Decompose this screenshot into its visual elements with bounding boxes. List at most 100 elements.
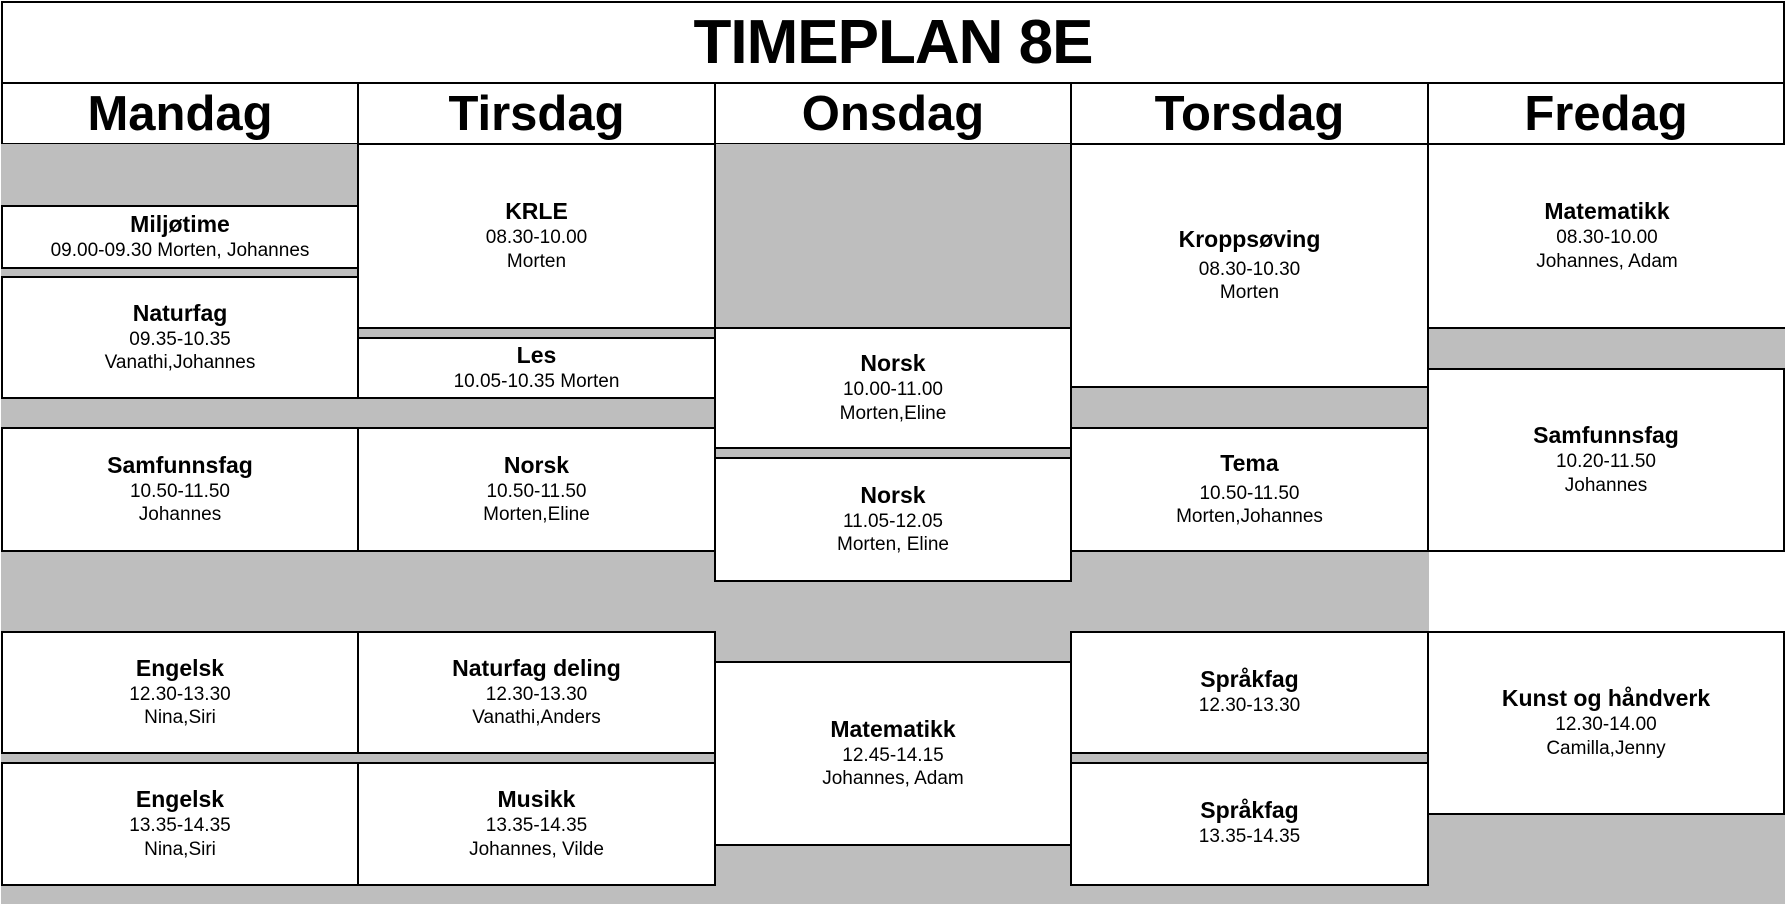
lesson-subject: Språkfag [1200, 797, 1299, 823]
lesson-time: 12.30-13.30 [1198, 694, 1301, 716]
lesson-time: 08.30-10.30 [1198, 258, 1301, 280]
bottom-strip [1, 884, 1785, 904]
lesson-cell: Miljøtime 09.00-09.30 Morten, Johannes [1, 205, 359, 269]
break-block [714, 144, 1072, 329]
lesson-subject: Musikk [497, 786, 576, 813]
lesson-subject: Samfunnsfag [107, 451, 253, 478]
page-title: TIMEPLAN 8E [693, 8, 1094, 77]
lesson-teachers: Johannes [138, 504, 222, 526]
lesson-cell: Språkfag 12.30-13.30 [1070, 631, 1429, 754]
lesson-teachers: Johannes, Vilde [469, 838, 604, 860]
lesson-subject: Norsk [503, 451, 570, 478]
lesson-cell: KRLE 08.30-10.00 Morten [357, 143, 716, 329]
lesson-teachers: Johannes, Adam [1536, 250, 1678, 272]
day-header-torsdag: Torsdag [1070, 84, 1429, 145]
break-block [1, 550, 359, 633]
lesson-cell: Engelsk 13.35-14.35 Nina,Siri [1, 762, 359, 886]
lesson-subject: Samfunnsfag [1533, 422, 1679, 449]
break-block [357, 327, 716, 339]
lesson-time-teachers: 09.00-09.30 Morten, Johannes [50, 239, 310, 261]
break-block [1, 144, 359, 207]
lesson-time: 12.30-13.30 [129, 683, 231, 705]
lesson-subject: KRLE [505, 198, 568, 225]
lesson-time: 10.20-11.50 [1555, 451, 1656, 473]
lesson-cell: Les 10.05-10.35 Morten [357, 337, 716, 399]
lesson-time: 13.35-14.35 [129, 815, 231, 837]
lesson-cell: Musikk 13.35-14.35 Johannes, Vilde [357, 762, 716, 886]
lesson-cell: Naturfag deling 12.30-13.30 Vanathi,Ande… [357, 631, 716, 754]
lesson-time: 12.30-14.00 [1555, 714, 1657, 736]
day-header-tirsdag: Tirsdag [357, 84, 716, 145]
lesson-teachers: Morten, Eline [837, 534, 949, 556]
lesson-subject: Matematikk [1544, 198, 1670, 225]
lesson-time: 12.30-13.30 [485, 683, 588, 705]
lesson-time: 10.50-11.50 [129, 480, 230, 502]
lesson-time: 11.05-12.05 [842, 510, 943, 532]
lesson-teachers: Camilla,Jenny [1546, 737, 1666, 759]
lesson-time: 10.50-11.50 [486, 480, 587, 502]
lesson-cell: Tema 10.50-11.50 Morten,Johannes [1070, 427, 1429, 552]
lesson-subject: Engelsk [135, 786, 225, 813]
lesson-time: 08.30-10.00 [1556, 227, 1658, 249]
lesson-subject: Engelsk [135, 654, 225, 681]
lesson-time: 10.50-11.50 [1199, 482, 1300, 504]
break-block [357, 397, 716, 429]
lesson-teachers: Morten [1219, 282, 1280, 304]
day-header-onsdag: Onsdag [714, 84, 1072, 145]
lesson-cell: Norsk 11.05-12.05 Morten, Eline [714, 457, 1072, 582]
lesson-teachers: Morten,Eline [839, 402, 947, 424]
lesson-teachers: Nina,Siri [144, 838, 216, 860]
lesson-subject: Norsk [860, 350, 926, 377]
lesson-subject: Norsk [860, 481, 926, 508]
lesson-time: 09.35-10.35 [129, 328, 231, 350]
break-block [1070, 386, 1429, 429]
lesson-teachers: Morten,Johannes [1176, 506, 1323, 528]
lesson-cell: Samfunnsfag 10.50-11.50 Johannes [1, 427, 359, 552]
lesson-subject: Kroppsøving [1178, 225, 1321, 252]
day-header-fredag: Fredag [1427, 84, 1785, 145]
lesson-cell: Norsk 10.50-11.50 Morten,Eline [357, 427, 716, 552]
lesson-cell: Engelsk 12.30-13.30 Nina,Siri [1, 631, 359, 754]
lesson-subject: Les [516, 342, 557, 369]
lesson-cell: Språkfag 13.35-14.35 [1070, 762, 1429, 886]
lesson-cell: Samfunnsfag 10.20-11.50 Johannes [1427, 368, 1785, 552]
day-header-mandag: Mandag [1, 84, 359, 145]
lesson-time: 12.45-14.15 [842, 744, 944, 766]
break-block [1070, 550, 1429, 633]
break-block [357, 752, 716, 764]
lesson-teachers: Johannes, Adam [822, 768, 964, 790]
lesson-subject: Miljøtime [130, 211, 230, 238]
lesson-cell: Kunst og håndverk 12.30-14.00 Camilla,Je… [1427, 631, 1785, 815]
lesson-subject: Naturfag deling [452, 654, 621, 681]
lesson-subject: Kunst og håndverk [1501, 685, 1711, 712]
lesson-time: 08.30-10.00 [485, 227, 588, 249]
lesson-teachers: Morten,Eline [483, 504, 590, 526]
break-block [714, 580, 1072, 663]
lesson-time: 13.35-14.35 [485, 815, 588, 837]
lesson-subject: Tema [1220, 449, 1279, 476]
lesson-cell: Matematikk 12.45-14.15 Johannes, Adam [714, 661, 1072, 846]
lesson-teachers: Vanathi,Johannes [104, 352, 256, 374]
lesson-cell: Matematikk 08.30-10.00 Johannes, Adam [1427, 143, 1785, 329]
break-block [1070, 752, 1429, 764]
lesson-teachers: Morten [506, 250, 567, 272]
break-block [357, 550, 716, 633]
title-bar: TIMEPLAN 8E [1, 1, 1785, 84]
lesson-subject: Naturfag [132, 299, 228, 326]
lesson-subject: Språkfag [1200, 666, 1299, 692]
break-block [714, 447, 1072, 459]
lesson-cell: Naturfag 09.35-10.35 Vanathi,Johannes [1, 276, 359, 399]
lesson-time: 10.00-11.00 [842, 379, 943, 401]
lesson-cell: Norsk 10.00-11.00 Morten,Eline [714, 327, 1072, 449]
lesson-cell: Kroppsøving 08.30-10.30 Morten [1070, 143, 1429, 388]
break-block [1427, 327, 1785, 370]
lesson-time: 13.35-14.35 [1198, 825, 1301, 847]
lesson-subject: Matematikk [830, 715, 956, 742]
lesson-time-teachers: 10.05-10.35 Morten [453, 370, 620, 392]
break-block [1, 397, 359, 429]
lesson-teachers: Johannes [1564, 474, 1648, 496]
lesson-teachers: Nina,Siri [144, 707, 216, 729]
break-block [1, 752, 359, 764]
lesson-teachers: Vanathi,Anders [472, 707, 601, 729]
